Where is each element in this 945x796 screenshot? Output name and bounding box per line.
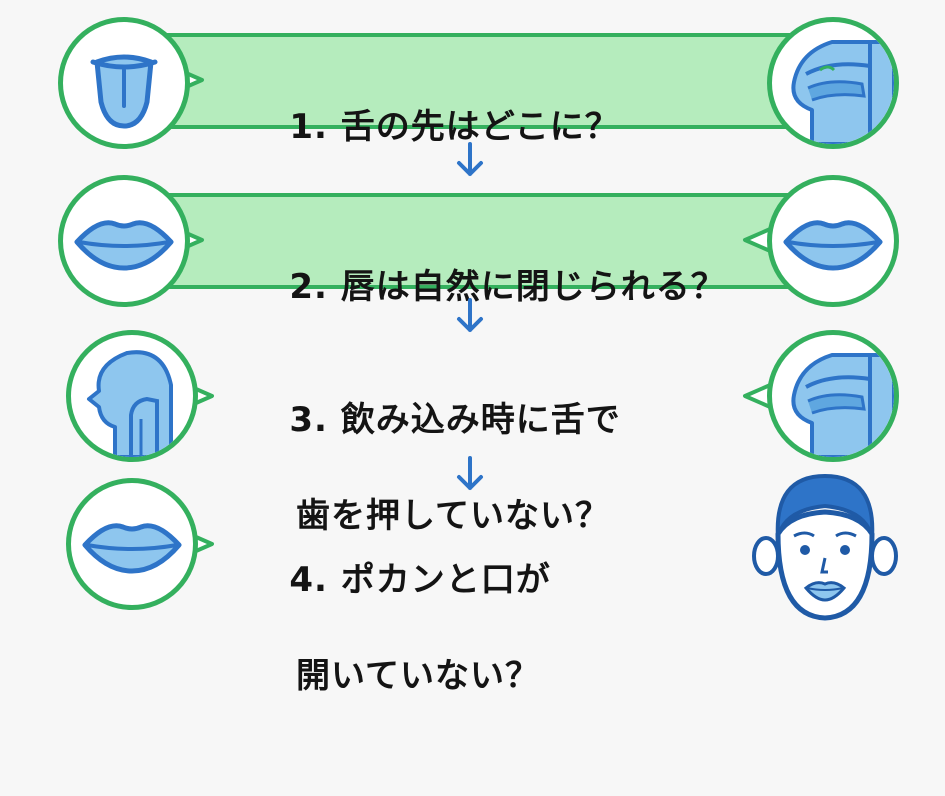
lips-icon (767, 175, 899, 307)
question-1-line1: 1. 舌の先はどこに？ (289, 107, 620, 147)
face-icon (750, 468, 900, 624)
lips-icon (58, 175, 190, 307)
question-4-text: 4. ポカンと口が 開いていない？ (238, 508, 551, 796)
question-4-line2: 開いていない？ (296, 656, 540, 696)
head-profile-icon (66, 330, 198, 462)
question-banner-1 (150, 33, 800, 129)
oral-cross-section-icon (767, 330, 899, 462)
question-3-text: 3. 飲み込み時に舌で 歯を押していない？ (238, 348, 621, 636)
question-3-line1: 3. 飲み込み時に舌で (289, 400, 621, 440)
down-arrow-icon (455, 298, 485, 334)
tongue-icon (58, 17, 190, 149)
checklist-diagram: 1. 舌の先はどこに？ 2. 唇は自然に閉じられる？ (58, 17, 900, 696)
down-arrow-icon (455, 142, 485, 178)
question-4-line1: 4. ポカンと口が (289, 560, 551, 600)
question-3-line2: 歯を押していない？ (296, 496, 610, 536)
down-arrow-icon (455, 456, 485, 492)
lips-icon (66, 478, 198, 610)
oral-cross-section-icon (767, 17, 899, 149)
question-1-text: 1. 舌の先はどこに？ (238, 55, 620, 199)
question-2-line1: 2. 唇は自然に閉じられる？ (289, 267, 726, 307)
question-2-text: 2. 唇は自然に閉じられる？ (238, 215, 726, 359)
